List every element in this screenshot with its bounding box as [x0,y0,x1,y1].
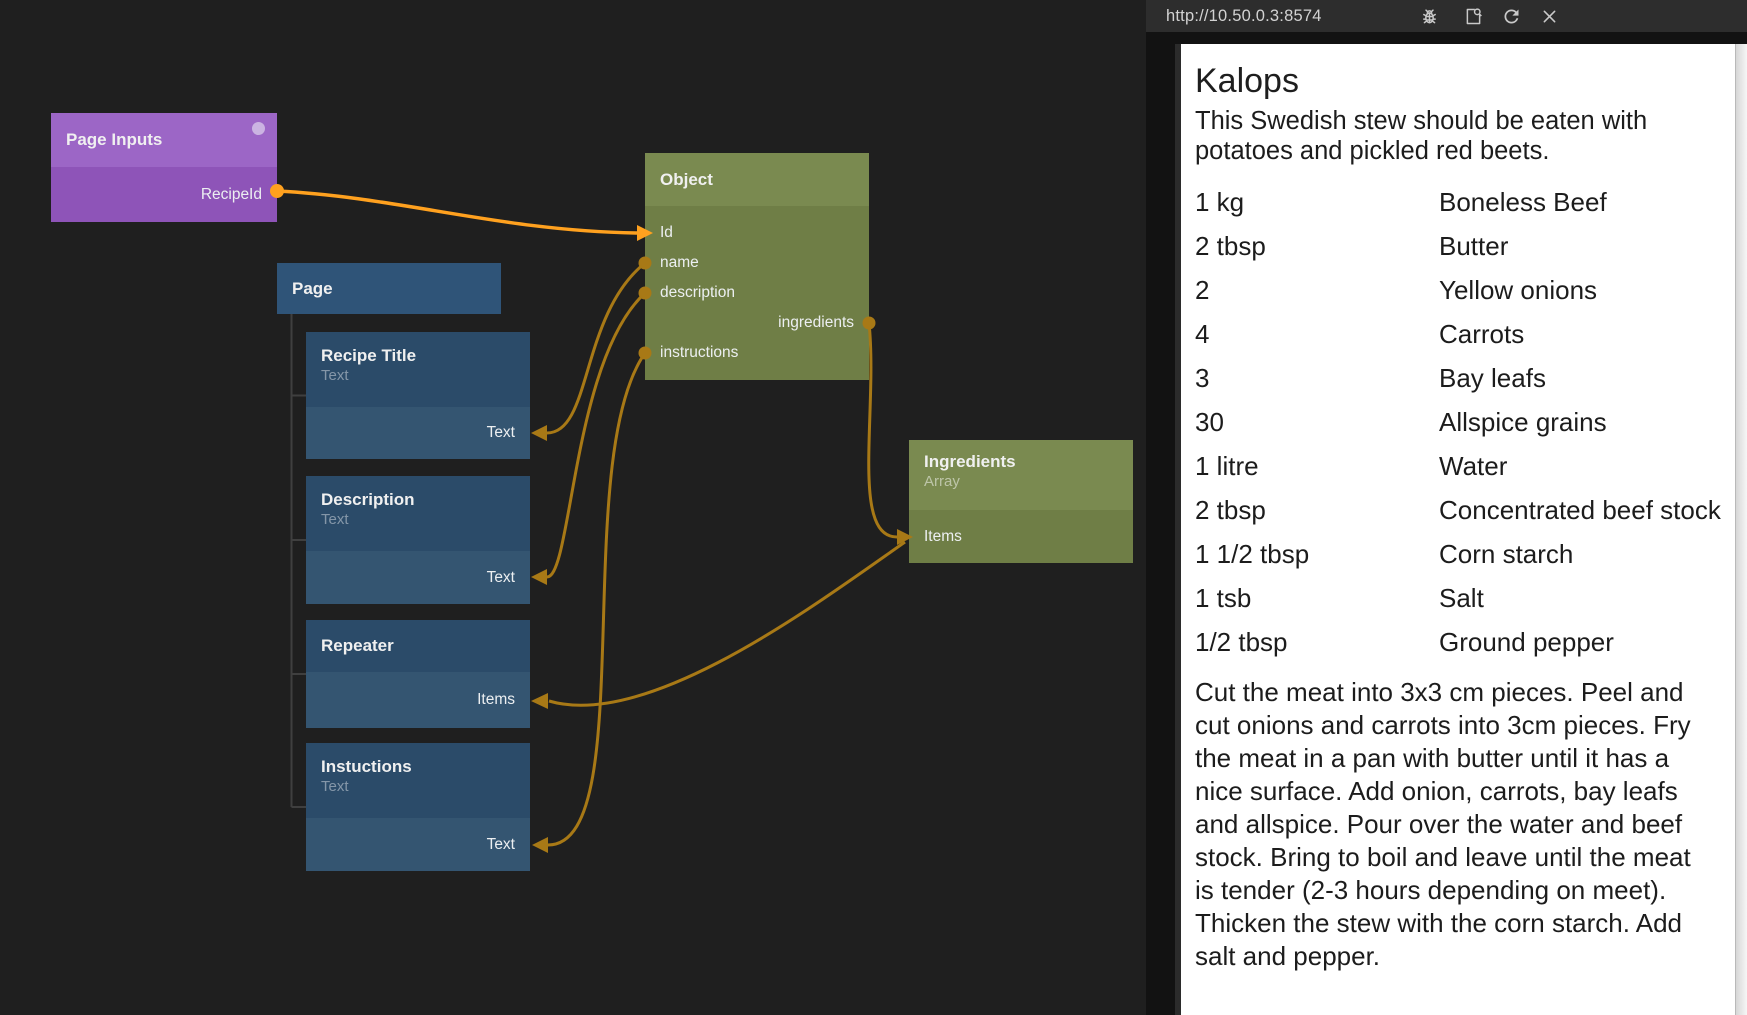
node-recipe-title[interactable]: Recipe Title Text Text [306,332,530,459]
node-description[interactable]: Description Text Text [306,476,530,604]
refresh-icon[interactable] [1499,4,1523,28]
wire-items-to-repeater[interactable] [548,540,906,707]
ingredient-name: Water [1439,450,1508,481]
recipe-title: Kalops [1195,62,1299,100]
open-preview-icon[interactable] [1461,4,1485,28]
node-editor-canvas[interactable]: Page Inputs RecipeId Page Recipe Title T… [0,0,1146,1015]
node-title: Object [660,169,713,189]
port-id[interactable]: Id [660,224,673,241]
ingredient-row: 1/2 tbsp Ground pepper [1195,620,1721,664]
hierarchy-tree-lines [290,314,306,808]
node-subtitle: Text [321,778,349,795]
ingredient-quantity: 1 litre [1195,450,1259,481]
node-title: Repeater [321,636,394,655]
ingredient-row: 3 Bay leafs [1195,356,1721,400]
ingredient-quantity: 4 [1195,318,1210,349]
port-name[interactable]: name [660,254,699,271]
close-icon[interactable] [1537,4,1561,28]
preview-page: Kalops This Swedish stew should be eaten… [1175,44,1735,1015]
ingredient-quantity: 2 tbsp [1195,494,1266,525]
ingredient-name: Salt [1439,582,1484,613]
node-title: Ingredients [924,452,1016,471]
ingredient-quantity: 3 [1195,362,1210,393]
wire-recipeid-to-id[interactable] [270,184,653,241]
ingredient-list: 1 kg Boneless Beef 2 tbsp Butter 2 Yello… [1195,180,1721,664]
ingredient-row: 1 kg Boneless Beef [1195,180,1721,224]
port-items[interactable]: Items [924,527,962,545]
ingredient-quantity: 1/2 tbsp [1195,626,1288,657]
node-page-inputs[interactable]: Page Inputs RecipeId [51,113,277,222]
ingredient-name: Butter [1439,230,1509,261]
recipe-instructions: Cut the meat into 3x3 cm pieces. Peel an… [1195,677,1691,971]
ingredient-quantity: 1 1/2 tbsp [1195,538,1310,569]
node-subtitle: Text [321,367,349,384]
ingredient-name: Allspice grains [1439,406,1607,437]
wire-name-to-recipetitle[interactable] [546,261,646,435]
ingredient-name: Boneless Beef [1439,186,1607,217]
node-title: Recipe Title [321,346,417,365]
vertical-scrollbar[interactable] [1735,44,1747,1015]
node-repeater[interactable]: Repeater Items [306,620,530,728]
ingredient-row: 1 tsb Salt [1195,576,1721,620]
ingredient-row: 2 tbsp Butter [1195,224,1721,268]
ingredient-name: Carrots [1439,318,1525,349]
ingredient-row: 2 tbsp Concentrated beef stock [1195,488,1721,532]
port-text[interactable]: Text [486,835,515,853]
preview-topbar: http://10.50.0.3:8574 [1146,0,1747,32]
ingredient-row: 30 Allspice grains [1195,400,1721,444]
port-recipeid[interactable]: RecipeId [200,185,262,203]
wire-instructions-to-instuctions[interactable] [547,352,647,847]
wire-description-to-description[interactable] [546,291,647,579]
ingredient-row: 2 Yellow onions [1195,268,1721,312]
node-instuctions[interactable]: Instuctions Text Text [306,743,530,871]
node-object[interactable]: Object Id name description ingredients i… [645,153,869,380]
node-subtitle: Text [321,511,349,528]
ingredient-quantity: 30 [1195,406,1224,437]
port-items[interactable]: Items [477,691,515,708]
ingredient-row: 1 1/2 tbsp Corn starch [1195,532,1721,576]
port-instructions[interactable]: instructions [660,344,739,361]
node-ingredients[interactable]: Ingredients Array Items [909,440,1133,563]
ingredient-name: Yellow onions [1439,274,1598,305]
recipe-description: This Swedish stew should be eaten with p… [1195,107,1648,165]
ingredient-quantity: 1 kg [1195,186,1245,217]
ingredient-name: Corn starch [1439,538,1574,569]
ingredient-name: Ground pepper [1439,626,1614,657]
port-text[interactable]: Text [486,568,515,586]
ingredient-quantity: 2 tbsp [1195,230,1266,261]
node-title: Description [321,490,415,509]
node-status-dot [252,122,265,135]
bug-icon[interactable] [1417,4,1441,28]
node-page[interactable]: Page [277,263,501,314]
ingredient-quantity: 1 tsb [1195,582,1252,613]
port-text[interactable]: Text [486,424,515,441]
port-ingredients[interactable]: ingredients [778,314,854,331]
ingredient-name: Concentrated beef stock [1439,494,1721,525]
node-title: Page [292,278,333,298]
node-title: Instuctions [321,757,412,776]
url-address[interactable]: http://10.50.0.3:8574 [1166,6,1322,25]
ingredient-row: 1 litre Water [1195,444,1721,488]
port-description[interactable]: description [660,284,735,301]
ingredient-quantity: 2 [1195,274,1210,305]
wire-ingredients-to-items[interactable] [867,322,898,539]
ingredient-row: 4 Carrots [1195,312,1721,356]
node-subtitle: Array [924,473,960,490]
ingredient-name: Bay leafs [1439,362,1546,393]
node-title: Page Inputs [66,130,163,149]
